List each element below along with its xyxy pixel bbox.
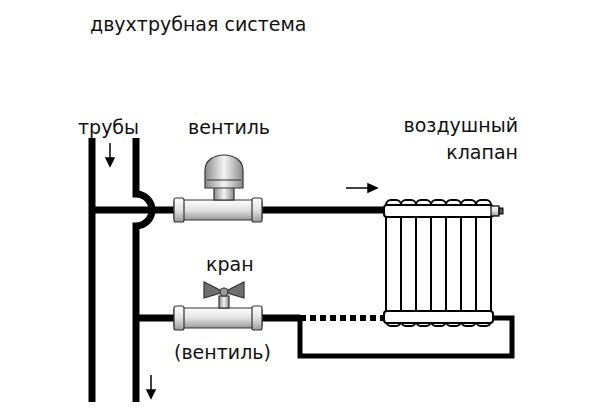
valve-note-label: (вентиль) (174, 339, 271, 366)
supply-valve (174, 155, 262, 222)
closed-return-branch (300, 315, 386, 321)
return-tap (174, 282, 262, 330)
return-riser (136, 138, 152, 402)
tap-label: кран (206, 251, 254, 278)
flow-arrows (106, 143, 377, 398)
valve-label: вентиль (188, 114, 270, 141)
pipes-label: трубы (78, 114, 139, 141)
air-valve-label: воздушный клапан (368, 112, 518, 166)
radiator (384, 200, 493, 326)
air-valve (491, 206, 503, 216)
diagram-title: двухтрубная система (90, 11, 306, 38)
supply-riser (89, 138, 96, 402)
